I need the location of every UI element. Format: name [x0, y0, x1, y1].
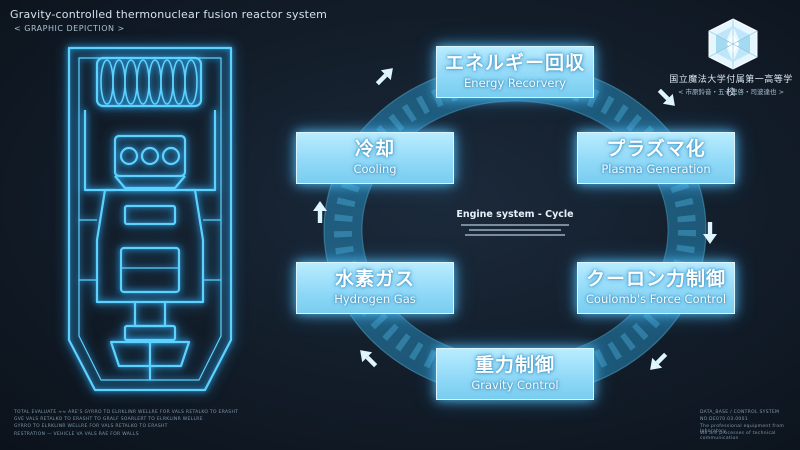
step-coulomb-force-control: クーロン力制御 Coulomb's Force Control — [577, 262, 735, 314]
footnote-left-3: GYRRO TO ELRKLINR WELLRE FOR VALS RETALK… — [14, 424, 168, 429]
cycle-arrow-icon — [650, 352, 668, 370]
step-en-label: Gravity Control — [471, 378, 559, 392]
step-en-label: Cooling — [353, 162, 397, 176]
cycle-arrow-icon — [360, 350, 378, 368]
footnote-right-2: NO.DE070.03.0001 — [700, 417, 748, 422]
school-name: 国立魔法大学付属第一高等学校 — [669, 75, 793, 98]
step-plasma-generation: プラズマ化 Plasma Generation — [577, 132, 735, 184]
step-jp-label: 水素ガス — [334, 268, 415, 290]
diagram-subtitle: < GRAPHIC DEPICTION > — [14, 24, 125, 33]
school-authors: < 市原鈴音・五十里啓・司波達也 > — [677, 88, 785, 96]
step-hydrogen-gas: 水素ガス Hydrogen Gas — [296, 262, 454, 314]
step-cooling: 冷却 Cooling — [296, 132, 454, 184]
step-en-label: Hydrogen Gas — [334, 292, 416, 306]
cycle-arrow-icon — [313, 201, 327, 223]
reactor-schematic — [67, 46, 233, 392]
footnote-right-3: The professional equipment from laborato… — [700, 424, 785, 434]
footnote-left-2: GVE VALS RETALKO TO ERASHT TO GRALF SOAR… — [14, 417, 203, 422]
footnote-left-1: TOTAL EVALUATE ≈≈ ARE'S GYRRO TO ELRKLIN… — [14, 410, 239, 415]
footnote-right-4: We are processes of technical communicat… — [700, 431, 776, 441]
cycle-arrow-icon — [375, 68, 393, 86]
step-gravity-control: 重力制御 Gravity Control — [436, 348, 594, 400]
step-en-label: Plasma Generation — [601, 162, 711, 176]
crystal-emblem-icon — [708, 18, 758, 70]
footnote-right-1: DATA_BASE / CONTROL SYSTEM — [700, 410, 780, 415]
diagram-title: Gravity-controlled thermonuclear fusion … — [10, 8, 328, 21]
cycle-arrow-icon — [703, 222, 717, 244]
cycle-arrow-icon — [657, 88, 675, 106]
footnote-left-4: RESTRATION — VEHICLE VA VALS RAE FOR WAL… — [14, 432, 139, 437]
step-en-label: Coulomb's Force Control — [585, 292, 727, 306]
step-energy-recovery: エネルギー回収 Energy Recorvery — [436, 46, 594, 98]
step-jp-label: 冷却 — [354, 138, 395, 160]
step-jp-label: 重力制御 — [474, 354, 555, 376]
cycle-title: Engine system - Cycle — [456, 209, 574, 220]
step-en-label: Energy Recorvery — [464, 76, 566, 90]
cycle-description-lines — [461, 224, 569, 239]
step-jp-label: プラズマ化 — [606, 138, 706, 160]
step-jp-label: エネルギー回収 — [444, 52, 585, 74]
step-jp-label: クーロン力制御 — [585, 268, 726, 290]
